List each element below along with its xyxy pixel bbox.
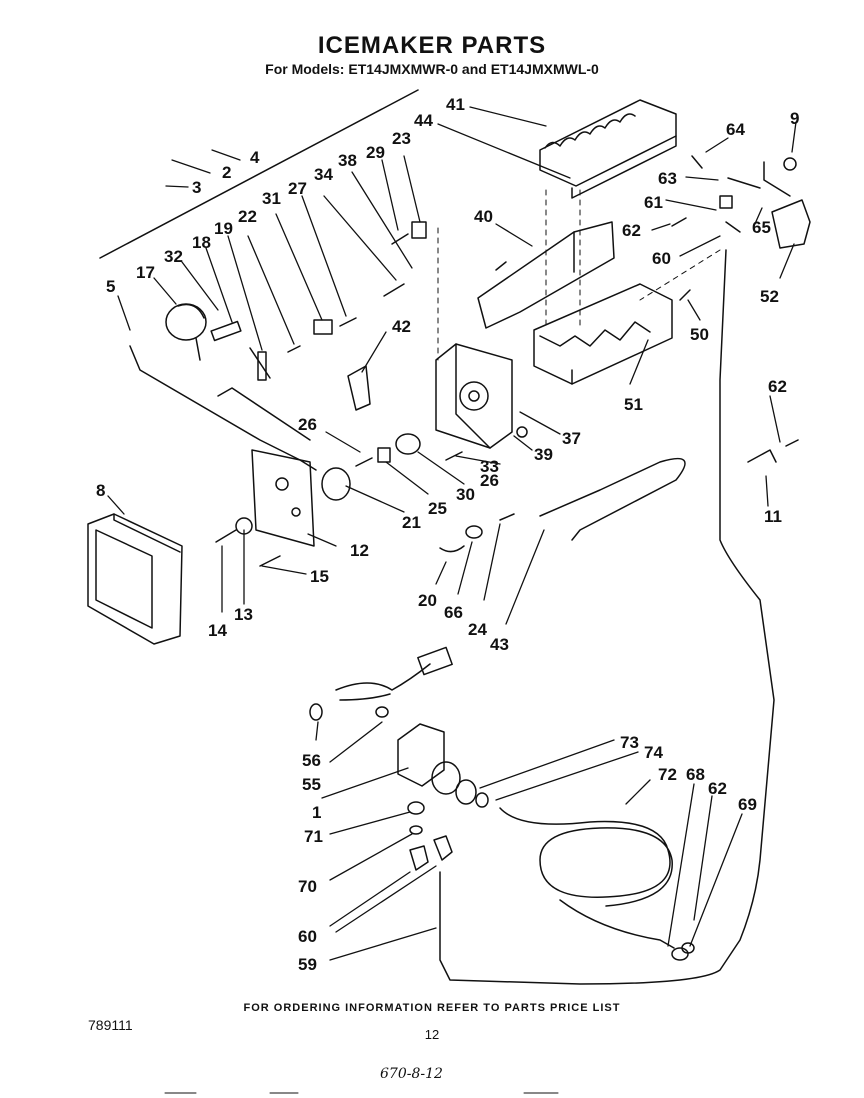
ordering-note: FOR ORDERING INFORMATION REFER TO PARTS …: [243, 1002, 621, 1014]
callout-11: 11: [764, 507, 782, 526]
water-valve-part: [397, 723, 489, 871]
guide-lines: [437, 189, 721, 361]
callout-9: 9: [790, 109, 799, 128]
page-number: 12: [424, 1027, 440, 1042]
coiled-tube-part: [499, 807, 695, 961]
callout-62: 62: [768, 377, 787, 396]
callout-18: 18: [192, 233, 211, 252]
fill-cup-part: [719, 157, 811, 249]
water-tube: [439, 249, 775, 985]
callout-59: 59: [298, 955, 317, 974]
control-housing-part: [435, 343, 513, 449]
callout-37: 37: [562, 429, 581, 448]
callout-70: 70: [298, 877, 317, 896]
callout-61: 61: [644, 193, 663, 212]
callout-64: 64: [726, 120, 745, 139]
callout-38: 38: [338, 151, 357, 170]
mounting-bracket-part: [477, 221, 615, 329]
callout-73: 73: [620, 733, 639, 752]
callout-41: 41: [446, 95, 465, 114]
callout-15: 15: [310, 567, 329, 586]
callout-44: 44: [414, 111, 433, 130]
model-subtitle: For Models: ET14JMXMWR-0 and ET14JMXMWL-…: [265, 61, 599, 77]
callout-17: 17: [136, 263, 155, 282]
callout-33: 33: [480, 457, 499, 476]
callout-31: 31: [262, 189, 281, 208]
callout-65: 65: [752, 218, 771, 237]
callout-13: 13: [234, 605, 253, 624]
callout-69: 69: [738, 795, 757, 814]
small-hardware: [210, 155, 799, 567]
callout-26: 26: [298, 415, 317, 434]
reference-line: [99, 89, 419, 259]
callout-52: 52: [760, 287, 779, 306]
ice-mold-part: [533, 283, 673, 385]
callout-20: 20: [418, 591, 437, 610]
callout-3: 3: [192, 178, 201, 197]
callout-39: 39: [534, 445, 553, 464]
callout-62: 62: [622, 221, 641, 240]
callout-63: 63: [658, 169, 677, 188]
callout-2: 2: [222, 163, 231, 182]
callout-1: 1: [312, 803, 321, 822]
callout-43: 43: [490, 635, 509, 654]
callout-34: 34: [314, 165, 333, 184]
callout-40: 40: [474, 207, 493, 226]
callout-4: 4: [250, 148, 260, 167]
handwritten-note: 670-8-12: [380, 1066, 443, 1082]
callout-60: 60: [652, 249, 671, 268]
fill-tube-part: [539, 457, 686, 541]
motor-part: [165, 303, 207, 361]
callout-50: 50: [690, 325, 709, 344]
callout-19: 19: [214, 219, 233, 238]
cover-part: [87, 513, 183, 645]
document-number: 789111: [88, 1017, 133, 1033]
bracket-part: [347, 365, 371, 411]
callout-68: 68: [686, 765, 705, 784]
callout-32: 32: [164, 247, 183, 266]
callout-21: 21: [402, 513, 421, 532]
ejector-rake-part: [539, 99, 677, 199]
callout-66: 66: [444, 603, 463, 622]
callout-22: 22: [238, 207, 257, 226]
callout-leaders: [107, 106, 797, 961]
callout-26: 26: [480, 471, 499, 490]
callout-62: 62: [708, 779, 727, 798]
control-board-part: [251, 449, 351, 547]
wire-harness-outline: [129, 345, 317, 471]
callout-51: 51: [624, 395, 643, 414]
callout-5: 5: [106, 277, 115, 296]
callout-74: 74: [644, 743, 663, 762]
callout-72: 72: [658, 765, 677, 784]
callout-29: 29: [366, 143, 385, 162]
callout-23: 23: [392, 129, 411, 148]
callout-71: 71: [304, 827, 323, 846]
callout-60: 60: [298, 927, 317, 946]
callout-30: 30: [456, 485, 475, 504]
callout-42: 42: [392, 317, 411, 336]
callout-12: 12: [350, 541, 369, 560]
callout-8: 8: [96, 481, 105, 500]
callout-55: 55: [302, 775, 321, 794]
callout-14: 14: [208, 621, 227, 640]
callout-25: 25: [428, 499, 447, 518]
callout-56: 56: [302, 751, 321, 770]
wire-harness-part: [309, 646, 453, 721]
page-title: ICEMAKER PARTS: [317, 32, 547, 59]
callout-24: 24: [468, 620, 487, 639]
callout-27: 27: [288, 179, 307, 198]
